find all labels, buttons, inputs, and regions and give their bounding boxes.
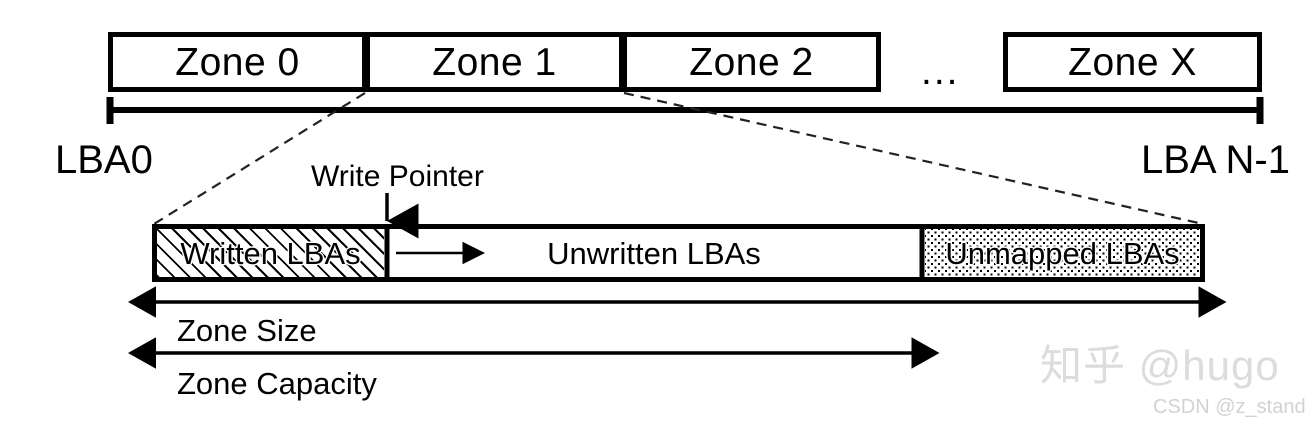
- segment-written-lbas: Written LBAs: [157, 229, 384, 277]
- zone-box-1-label: Zone 1: [432, 40, 557, 84]
- zone-box-x: Zone X: [1003, 32, 1262, 92]
- segment-unmapped-lbas-label: Unmapped LBAs: [945, 235, 1180, 271]
- lba-range-span: [106, 97, 1264, 124]
- zone-capacity-label: Zone Capacity: [177, 366, 377, 401]
- segment-unwritten-lbas-label: Unwritten LBAs: [547, 235, 761, 271]
- zone-box-0-label: Zone 0: [175, 40, 300, 84]
- segment-written-lbas-label: Written LBAs: [180, 235, 361, 271]
- zone-box-1: Zone 1: [365, 32, 624, 92]
- zone-box-x-label: Zone X: [1068, 40, 1197, 84]
- watermark-secondary: CSDN @z_stand: [1153, 396, 1306, 418]
- lba-start-label: LBA0: [55, 138, 153, 182]
- write-pointer-label: Write Pointer: [311, 160, 484, 193]
- zoom-connector-lines: [153, 91, 1204, 226]
- zoom-connector-left: [153, 92, 366, 225]
- lba-end-label: LBA N-1: [1141, 138, 1290, 182]
- zone-row-ellipsis: ...: [921, 50, 960, 93]
- zone-box-2: Zone 2: [622, 32, 881, 92]
- zone-box-0: Zone 0: [108, 32, 367, 92]
- segment-unwritten-lbas: Unwritten LBAs: [390, 229, 918, 277]
- zoom-connector-right: [623, 91, 1204, 226]
- zone-size-label: Zone Size: [177, 313, 317, 348]
- segment-unmapped-lbas: Unmapped LBAs: [925, 229, 1200, 277]
- zone-box-2-label: Zone 2: [689, 40, 814, 84]
- watermark-primary: 知乎 @hugo: [1040, 342, 1280, 389]
